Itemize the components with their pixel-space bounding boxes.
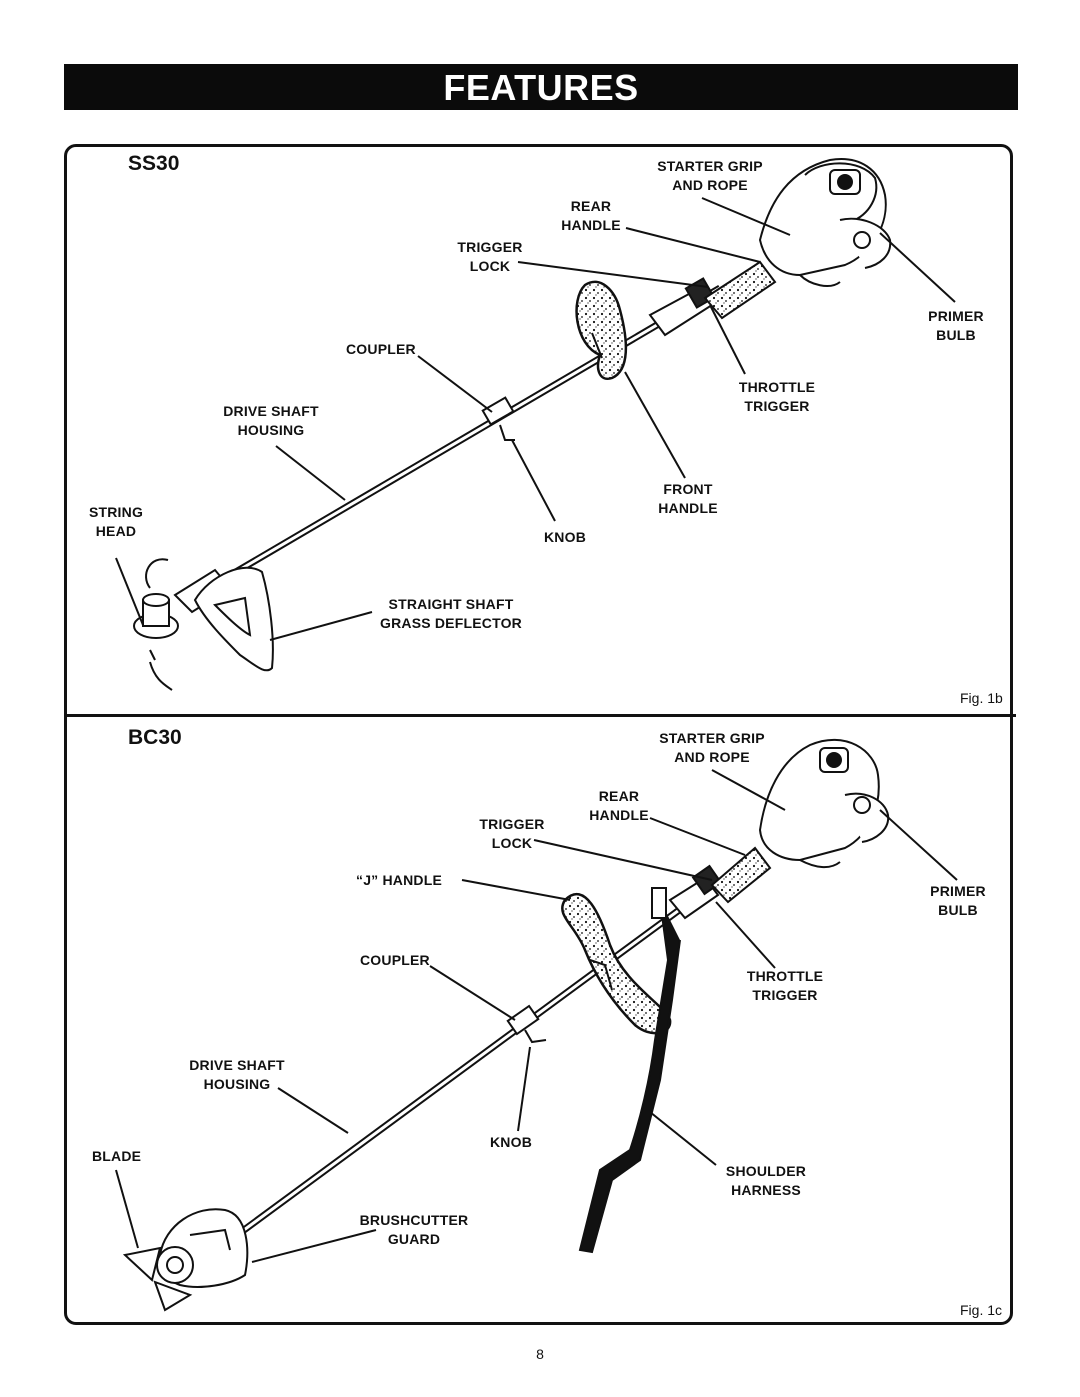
ss30-label-rear-handle: REAR HANDLE — [548, 197, 634, 235]
ss30-label-starter-grip-line2: AND ROPE — [672, 177, 748, 193]
bc30-label-trigger-lock-line2: LOCK — [491, 835, 533, 851]
ss30-label-trigger-lock-line2: LOCK — [469, 258, 511, 274]
ss30-label-throttle-trigger: THROTTLE TRIGGER — [730, 378, 824, 416]
bc30-label-starter-grip-line1: STARTER GRIP — [659, 730, 765, 746]
ss30-label-coupler: COUPLER — [346, 341, 416, 357]
ss30-leader-lines — [115, 197, 956, 641]
ss30-label-primer-bulb-line2: BULB — [936, 327, 976, 343]
bc30-label-drive-shaft-housing-line2: HOUSING — [203, 1076, 271, 1092]
bc30-label-primer-bulb-line1: PRIMER — [930, 883, 986, 899]
bc30-label-trigger-lock-line1: TRIGGER — [479, 816, 545, 832]
ss30-label-rear-handle-line2: HANDLE — [561, 217, 621, 233]
ss30-label-rear-handle-line1: REAR — [570, 198, 612, 214]
figure-frame — [64, 144, 1013, 1325]
page-number: 8 — [536, 1346, 544, 1362]
ss30-label-throttle-trigger-line2: TRIGGER — [744, 398, 810, 414]
bc30-label-shoulder-harness-line1: SHOULDER — [725, 1163, 807, 1179]
ss30-label-primer-bulb: PRIMER BULB — [920, 307, 992, 345]
ss30-model-title: SS30 — [128, 152, 180, 175]
bc30-label-coupler: COUPLER — [360, 952, 430, 968]
ss30-fig-label: Fig. 1b — [960, 690, 1003, 706]
bc30-label-drive-shaft-housing-line1: DRIVE SHAFT — [189, 1057, 285, 1073]
ss30-label-knob: KNOB — [544, 529, 587, 545]
bc30-fig-label: Fig. 1c — [960, 1302, 1003, 1318]
ss30-trimmer-drawing — [133, 158, 892, 691]
ss30-label-front-handle-line2: HANDLE — [658, 500, 718, 516]
bc30-label-j-handle: “J” HANDLE — [356, 872, 443, 888]
ss30-label-string-head-line2: HEAD — [95, 523, 137, 539]
bc30-label-drive-shaft-housing: DRIVE SHAFT HOUSING — [182, 1056, 292, 1094]
bc30-label-shoulder-harness-line2: HARNESS — [731, 1182, 801, 1198]
bc30-label-brushcutter-guard: BRUSHCUTTER GUARD — [352, 1211, 476, 1249]
bc30-label-brushcutter-guard-line2: GUARD — [387, 1231, 441, 1247]
ss30-label-primer-bulb-line1: PRIMER — [928, 308, 984, 324]
bc30-model-title: BC30 — [128, 726, 182, 749]
ss30-label-straight-shaft-grass-deflector: STRAIGHT SHAFT GRASS DEFLECTOR — [372, 595, 530, 633]
ss30-label-front-handle-line1: FRONT — [663, 481, 713, 497]
bc30-brushcutter-drawing — [122, 738, 890, 1312]
ss30-label-string-head: STRING HEAD — [84, 503, 148, 541]
ss30-label-string-head-line1: STRING — [88, 504, 144, 520]
ss30-label-deflector-line1: STRAIGHT SHAFT — [388, 596, 514, 612]
bc30-label-knob: KNOB — [490, 1134, 533, 1150]
ss30-label-starter-grip: STARTER GRIP AND ROPE — [640, 157, 780, 195]
bc30-label-rear-handle-line2: HANDLE — [589, 807, 649, 823]
bc30-label-rear-handle: REAR HANDLE — [582, 787, 656, 825]
ss30-label-drive-shaft-housing-line2: HOUSING — [237, 422, 305, 438]
ss30-label-throttle-trigger-line1: THROTTLE — [738, 379, 816, 395]
bc30-label-primer-bulb: PRIMER BULB — [922, 882, 994, 920]
features-banner: FEATURES — [64, 64, 1018, 110]
bc30-label-blade: BLADE — [92, 1148, 142, 1164]
bc30-label-rear-handle-line1: REAR — [598, 788, 640, 804]
bc30-label-throttle-trigger-line2: TRIGGER — [752, 987, 818, 1003]
bc30-label-trigger-lock: TRIGGER LOCK — [474, 815, 550, 853]
ss30-label-front-handle: FRONT HANDLE — [650, 480, 726, 518]
figure-divider — [64, 714, 1016, 717]
ss30-label-deflector-line2: GRASS DEFLECTOR — [380, 615, 522, 631]
ss30-label-trigger-lock-line1: TRIGGER — [457, 239, 523, 255]
bc30-label-shoulder-harness: SHOULDER HARNESS — [718, 1162, 814, 1200]
ss30-label-drive-shaft-housing: DRIVE SHAFT HOUSING — [216, 402, 326, 440]
ss30-label-trigger-lock: TRIGGER LOCK — [452, 238, 528, 276]
ss30-label-drive-shaft-housing-line1: DRIVE SHAFT — [223, 403, 319, 419]
bc30-leader-lines — [115, 769, 958, 1263]
bc30-label-starter-grip-line2: AND ROPE — [674, 749, 750, 765]
bc30-label-starter-grip: STARTER GRIP AND ROPE — [648, 729, 776, 767]
bc30-label-throttle-trigger-line1: THROTTLE — [746, 968, 824, 984]
bc30-label-throttle-trigger: THROTTLE TRIGGER — [738, 967, 832, 1005]
ss30-label-starter-grip-line1: STARTER GRIP — [657, 158, 763, 174]
bc30-label-brushcutter-guard-line1: BRUSHCUTTER — [359, 1212, 469, 1228]
bc30-label-primer-bulb-line2: BULB — [938, 902, 978, 918]
